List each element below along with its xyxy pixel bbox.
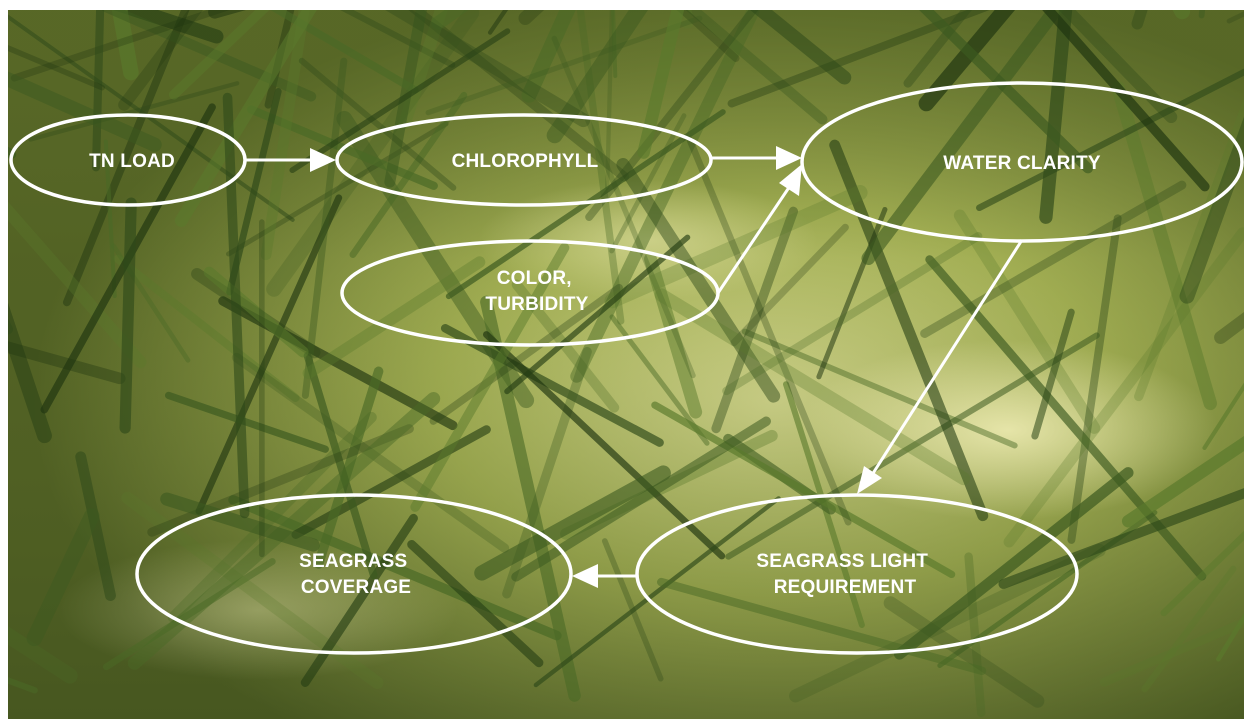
svg-text:TN LOAD: TN LOAD: [89, 151, 175, 172]
node-tn-load: TN LOAD: [11, 115, 245, 205]
arrowhead-icon: [572, 564, 598, 588]
arrowhead-icon: [310, 148, 336, 172]
svg-text:COLOR, TURBIDITY: COLOR, TURBIDITY: [485, 268, 588, 315]
node-color-turbidity-label-line1: COLOR,: [497, 268, 572, 289]
node-color-turbidity-label-line2: TURBIDITY: [485, 294, 588, 315]
svg-text:SEAGRASS LIGHT REQUIRE: SEAGRASS LIGHT REQUIREMENT: [756, 551, 933, 598]
edge-chlorophyll-to-water-clarity: [712, 146, 802, 170]
node-tn-load-label: TN LOAD: [89, 151, 175, 172]
node-chlorophyll-label: CHLOROPHYLL: [452, 151, 599, 172]
arrowhead-icon: [776, 146, 802, 170]
svg-text:WATER CLARITY: WATER CLARITY: [943, 153, 1101, 174]
node-water-clarity-label: WATER CLARITY: [943, 153, 1101, 174]
edge-seagrass-light-to-seagrass-coverage: [572, 564, 636, 588]
node-seagrass-light-label-line2: REQUIREMENT: [774, 577, 917, 598]
node-chlorophyll: CHLOROPHYLL: [337, 115, 711, 205]
node-seagrass-coverage-label-line2: COVERAGE: [301, 577, 411, 598]
edge-tn-load-to-chlorophyll: [246, 148, 336, 172]
edge-color-turbidity-to-water-clarity: [718, 164, 802, 293]
svg-text:SEAGRASS COVERAGE: SEAGRASS COVERAGE: [299, 551, 413, 598]
node-seagrass-light-label-line1: SEAGRASS LIGHT: [756, 551, 928, 572]
edge-water-clarity-to-seagrass-light: [857, 240, 1022, 494]
node-seagrass-coverage-label-line1: SEAGRASS: [299, 551, 407, 572]
arrowhead-icon: [779, 164, 802, 196]
node-water-clarity: WATER CLARITY: [802, 83, 1242, 241]
node-seagrass-light-requirement: SEAGRASS LIGHT REQUIREMENT: [637, 495, 1077, 653]
svg-text:CHLOROPHYLL: CHLOROPHYLL: [452, 151, 599, 172]
node-color-turbidity: COLOR, TURBIDITY: [342, 241, 718, 345]
node-seagrass-coverage: SEAGRASS COVERAGE: [137, 495, 571, 653]
arrowhead-icon: [857, 466, 882, 494]
